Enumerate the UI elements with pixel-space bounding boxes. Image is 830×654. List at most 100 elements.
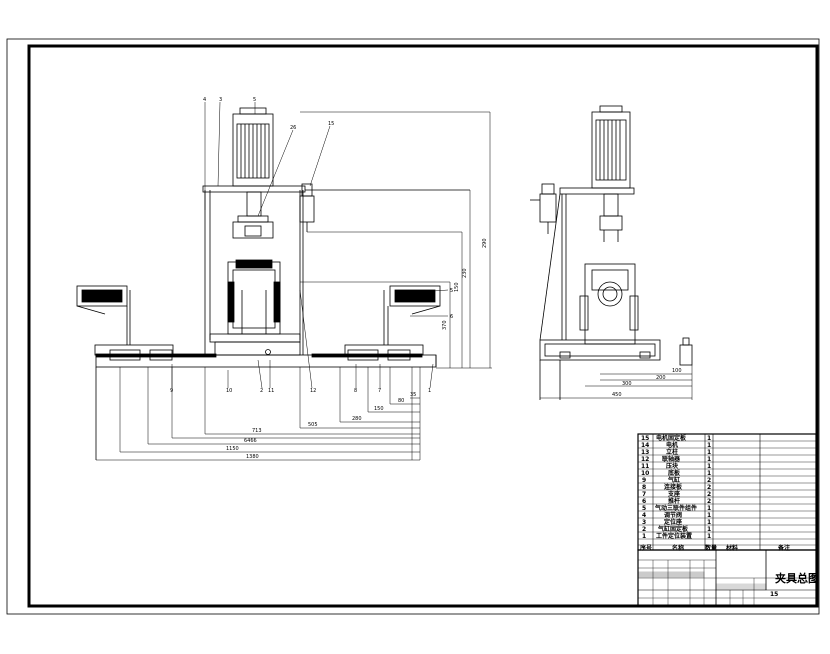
- bom-qty: 1: [707, 505, 711, 512]
- bom-qty: 1: [707, 533, 711, 540]
- dim-front-v-2: 150: [454, 282, 460, 292]
- bom-qty: 1: [707, 512, 711, 519]
- bom-qty: 1: [707, 449, 711, 456]
- bom-no: 14: [641, 442, 649, 449]
- valve-assembly: [299, 183, 315, 232]
- dim-front-h-6: 6466: [244, 438, 257, 444]
- dim-front-h-4: 505: [308, 422, 318, 428]
- dim-side-h-1: 200: [656, 375, 666, 381]
- bom-no: 7: [642, 491, 646, 498]
- bom-name: 压块: [666, 462, 679, 470]
- bom-no: 9: [642, 477, 646, 484]
- bom-name: 支座: [667, 490, 680, 498]
- bom-qty: 1: [707, 470, 711, 477]
- bom-header-no: 序号: [639, 544, 652, 552]
- bom-no: 4: [642, 512, 646, 519]
- bom-name: 电机: [666, 441, 678, 449]
- dim-side-h-2: 300: [622, 381, 632, 387]
- balloon-front-bottom-0: 9: [170, 388, 173, 394]
- bom-name: 推杆: [668, 497, 680, 505]
- bom-qty: 1: [707, 456, 711, 463]
- balloon-front-top-4: 15: [328, 121, 334, 127]
- left-cylinder-fixture: [76, 285, 174, 361]
- balloon-front-bottom-6: 7: [378, 388, 381, 394]
- bom-no: 15: [641, 435, 649, 442]
- front-horizontal-dimensions: [96, 367, 421, 461]
- bom-name: 气缸: [667, 476, 680, 484]
- drawing-title: 夹具总图: [775, 571, 819, 585]
- balloon-front-bottom-5: 8: [354, 388, 357, 394]
- bom-no: 5: [642, 505, 646, 512]
- dim-front-h-2: 150: [374, 406, 384, 412]
- bom-no: 11: [641, 463, 649, 470]
- bom-header-name: 名称: [672, 544, 684, 552]
- base-plate-hatch-left: [95, 353, 217, 358]
- balloon-front-top-3: 26: [290, 125, 296, 131]
- bom-no: 1: [642, 533, 646, 540]
- bom-name: 立柱: [666, 448, 678, 456]
- bom-qty: 1: [707, 435, 711, 442]
- bom-qty: 2: [707, 491, 711, 498]
- page-number: 15: [770, 591, 778, 598]
- dim-front-v-0: 290: [482, 238, 488, 248]
- front-leader-lines: [171, 101, 449, 389]
- dim-side-h-0: 100: [672, 368, 682, 374]
- top-crossbar: [202, 185, 306, 193]
- dim-front-h-1: 80: [398, 398, 404, 404]
- balloon-right-fixture-1: 6: [450, 314, 453, 320]
- bom-no: 6: [642, 498, 646, 505]
- bom-no: 2: [642, 526, 646, 533]
- dim-front-h-8: 1380: [246, 454, 259, 460]
- bom-qty: 1: [707, 519, 711, 526]
- bom-name: 调节阀: [664, 511, 682, 519]
- bom-entries: 15 电机固定板 1 14 电机 1 13 立柱 1 12 联轴器 1 11 压…: [639, 434, 790, 552]
- bom-name: 工件定位装置: [656, 532, 692, 540]
- bom-name: 定位座: [663, 518, 682, 526]
- bom-name: 底板: [668, 469, 681, 477]
- balloon-front-bottom-4: 12: [310, 388, 316, 394]
- dim-front-v-3: 370: [442, 320, 448, 330]
- title-block: [637, 549, 817, 607]
- bom-name: 连接板: [664, 483, 683, 491]
- right-cylinder-fixture: [344, 285, 441, 361]
- bom-row-lines: [638, 440, 816, 546]
- bom-no: 3: [642, 519, 646, 526]
- central-fixture: [209, 259, 301, 356]
- motor: [232, 107, 274, 187]
- bom-qty: 1: [707, 463, 711, 470]
- bom-qty: 1: [707, 526, 711, 533]
- sheet-border: [6, 38, 820, 615]
- bom-no: 13: [641, 449, 649, 456]
- balloon-front-bottom-2: 2: [260, 388, 263, 394]
- bom-qty: 2: [707, 498, 711, 505]
- bom-name: 联轴器: [662, 455, 681, 463]
- balloon-front-bottom-3: 11: [268, 388, 274, 394]
- balloon-right-fixture-0: 5: [450, 288, 453, 294]
- front-view: [76, 101, 492, 461]
- bom-header-material: 材料: [725, 544, 738, 552]
- front-vertical-dimensions: [300, 111, 492, 369]
- dim-front-h-3: 280: [352, 416, 362, 422]
- bom-name: 电机固定板: [656, 434, 687, 442]
- balloon-front-top-0: 4: [203, 97, 206, 103]
- dim-front-v-1: 230: [462, 268, 468, 278]
- balloon-front-bottom-1: 10: [226, 388, 232, 394]
- dim-front-h-7: 1150: [226, 446, 239, 452]
- bom-header-note: 备注: [777, 544, 790, 552]
- side-view: [530, 105, 693, 400]
- base-plate-hatch-right: [311, 353, 423, 358]
- side-dimension-labels: 100 200 300 450: [612, 368, 682, 398]
- bom-no: 8: [642, 484, 646, 491]
- title-block-text: 夹具总图 15: [770, 571, 819, 598]
- bom-qty: 2: [707, 484, 711, 491]
- balloon-front-top-2: 5: [253, 97, 256, 103]
- bom-name: 气动三联件组件: [654, 504, 697, 512]
- side-motor: [591, 105, 631, 189]
- bom-qty: 2: [707, 477, 711, 484]
- dim-front-h-5: 713: [252, 428, 262, 434]
- balloon-front-top-1: 3: [219, 97, 222, 103]
- bom-header-qty: 数量: [705, 544, 717, 552]
- bom-name: 气缸固定板: [657, 525, 689, 533]
- bom-qty: 1: [707, 442, 711, 449]
